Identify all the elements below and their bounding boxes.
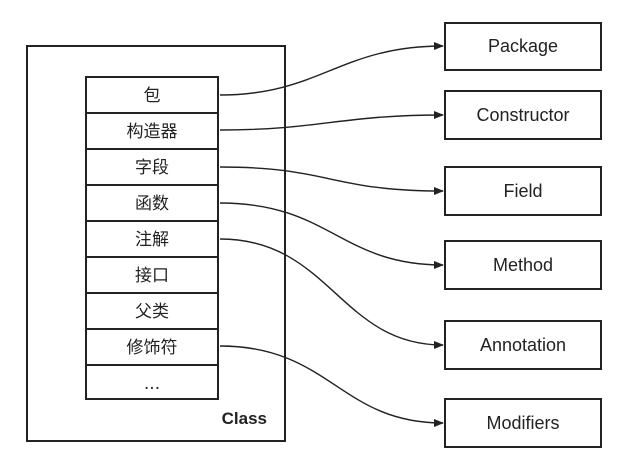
arrow-to-constructor [219,111,444,131]
member-cell: 字段 [85,148,219,186]
member-modifiers-label: 修饰符 [127,338,178,358]
member-cell: 构造器 [85,112,219,150]
member-more-label: ... [144,374,160,394]
arrow-to-annotation [219,238,444,349]
member-cell: 注解 [85,220,219,258]
member-cell: 修饰符 [85,328,219,366]
arrow-to-modifiers [219,345,444,427]
member-constructor-label: 构造器 [127,122,178,142]
target-package-label: Package [488,36,558,56]
member-annotation-label: 注解 [135,230,169,250]
target-method-label: Method [493,255,553,275]
member-method-label: 函数 [135,194,169,214]
member-field-label: 字段 [135,158,169,178]
member-cell: ... [85,364,219,400]
arrow-to-method [219,202,444,269]
target-field-label: Field [503,181,542,201]
member-cell: 父类 [85,292,219,330]
target-package: Package [444,22,602,71]
class-label: Class [222,409,267,428]
target-constructor-label: Constructor [476,105,569,125]
arrow-to-field [219,166,444,195]
arrow-to-package [219,42,444,96]
target-modifiers-label: Modifiers [486,413,559,433]
member-cell: 函数 [85,184,219,222]
member-cell: 接口 [85,256,219,294]
member-package-label: 包 [144,86,161,106]
target-annotation-label: Annotation [480,335,566,355]
member-superclass-label: 父类 [135,302,169,322]
member-list: 包 构造器 字段 函数 注解 接口 父类 修饰符 [85,76,219,400]
target-annotation: Annotation [444,320,602,370]
target-modifiers: Modifiers [444,398,602,448]
member-cell: 包 [85,76,219,114]
target-constructor: Constructor [444,90,602,140]
target-field: Field [444,166,602,216]
member-interface-label: 接口 [135,266,169,286]
connector-arrows [219,42,444,427]
target-boxes: Package Constructor Field Method Annotat… [444,22,602,448]
target-method: Method [444,240,602,290]
